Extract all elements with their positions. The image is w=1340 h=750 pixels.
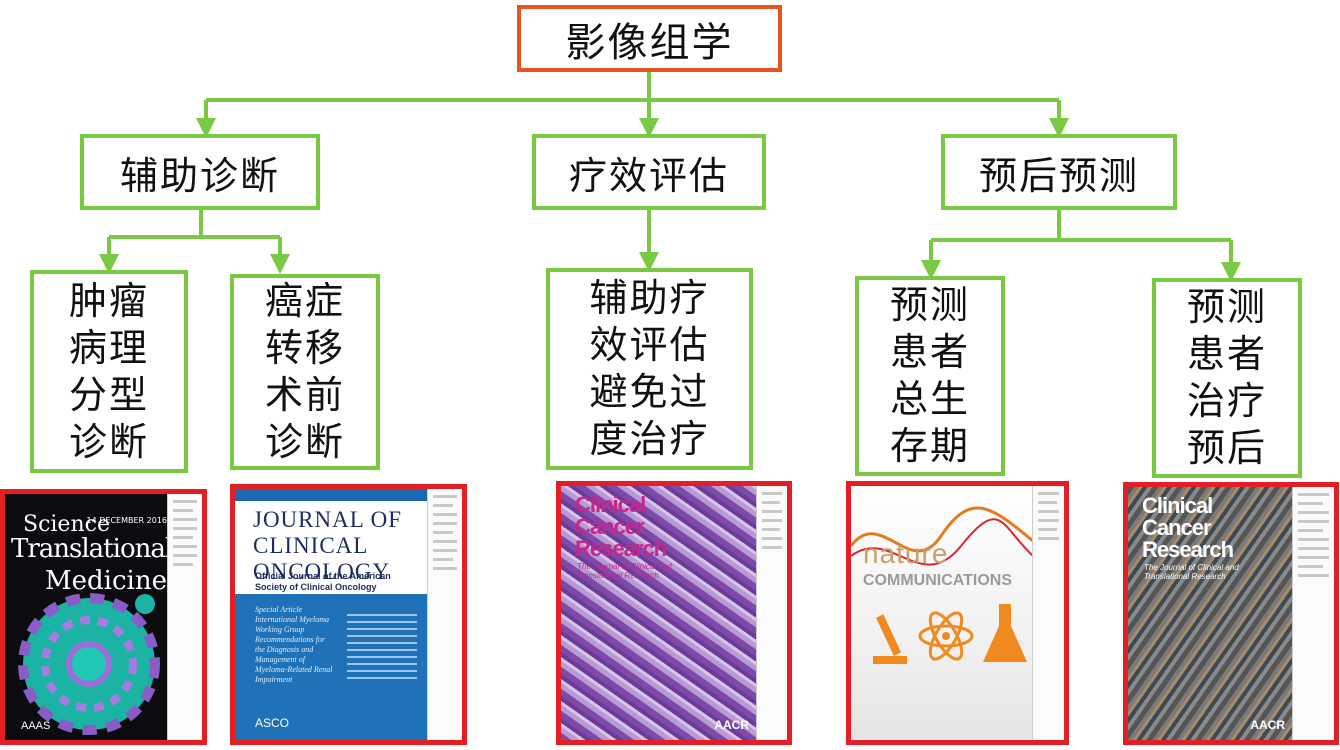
ccr-a-title: Clinical Cancer Research [575, 492, 667, 561]
ccr-a-subtitle: The Journal of Clinical and Translationa… [577, 562, 672, 580]
microscope-icon [873, 614, 907, 664]
stm-title-line2: Translational [11, 534, 173, 564]
ccr-b-publisher: AACR [1250, 718, 1285, 732]
leaf-node-treatment-prognosis: 预测 患者 治疗 预后 [1152, 278, 1302, 478]
category-node-efficacy: 疗效评估 [532, 134, 766, 210]
journal-cover-science-translational-medicine: Science Translational Medicine 14 DECEMB… [0, 489, 207, 745]
ccr-a-publisher: AACR [714, 718, 749, 732]
jco-title-line3: ONCOLOGY [253, 559, 391, 584]
journal-cover-clinical-cancer-research-b: Clinical Cancer Research The Journal of … [1123, 482, 1339, 745]
jco-publisher: ASCO [255, 716, 290, 730]
journal-cover-nature-communications: nature COMMUNICATIONS [846, 481, 1069, 745]
leaf-node-pathology-typing: 肿瘤 病理 分型 诊断 [30, 270, 188, 473]
jco-feature-text: Special Article International Myeloma Wo… [255, 605, 333, 684]
article-page-preview [1032, 486, 1064, 740]
nc-title-word2: COMMUNICATIONS [863, 572, 1013, 589]
category-node-prognosis: 预后预测 [941, 134, 1177, 210]
jco-table-of-contents [347, 609, 417, 684]
journal-cover-journal-of-clinical-oncology: JOURNAL OF CLINICAL ONCOLOGY Official Jo… [230, 484, 467, 745]
leaf-node-overall-survival: 预测 患者 总生 存期 [855, 276, 1005, 476]
nc-title-word1: nature [863, 538, 949, 569]
leaf-node-metastasis-diagnosis: 癌症 转移 术前 诊断 [230, 274, 380, 470]
article-page-preview [756, 486, 787, 740]
jco-title-line2: CLINICAL [253, 533, 369, 558]
stm-publisher: AAAS [21, 720, 51, 732]
stm-title-line3: Medicine [45, 566, 167, 596]
category-node-diagnosis: 辅助诊断 [80, 134, 320, 210]
virus-illustration-icon [18, 593, 160, 735]
stm-date: 14 DECEMBER 2016 [86, 516, 167, 525]
journal-cover-clinical-cancer-research-a: Clinical Cancer Research The Journal of … [556, 481, 792, 745]
atom-icon [918, 611, 974, 661]
jco-subtitle: Official Journal of the American Society… [255, 571, 391, 592]
nature-communications-illustration [851, 506, 1033, 664]
article-page-preview [1292, 487, 1334, 740]
leaf-node-efficacy-evaluation: 辅助疗 效评估 避免过 度治疗 [546, 268, 753, 470]
root-node: 影像组学 [517, 5, 782, 72]
ccr-b-subtitle: The Journal of Clinical and Translationa… [1144, 563, 1239, 581]
flask-icon [983, 604, 1027, 662]
ccr-b-title: Clinical Cancer Research [1142, 493, 1234, 562]
jco-title-line1: JOURNAL OF [253, 507, 403, 532]
article-page-preview [427, 489, 462, 740]
article-page-preview [167, 494, 202, 740]
stm-title-line1: Science [23, 512, 110, 537]
